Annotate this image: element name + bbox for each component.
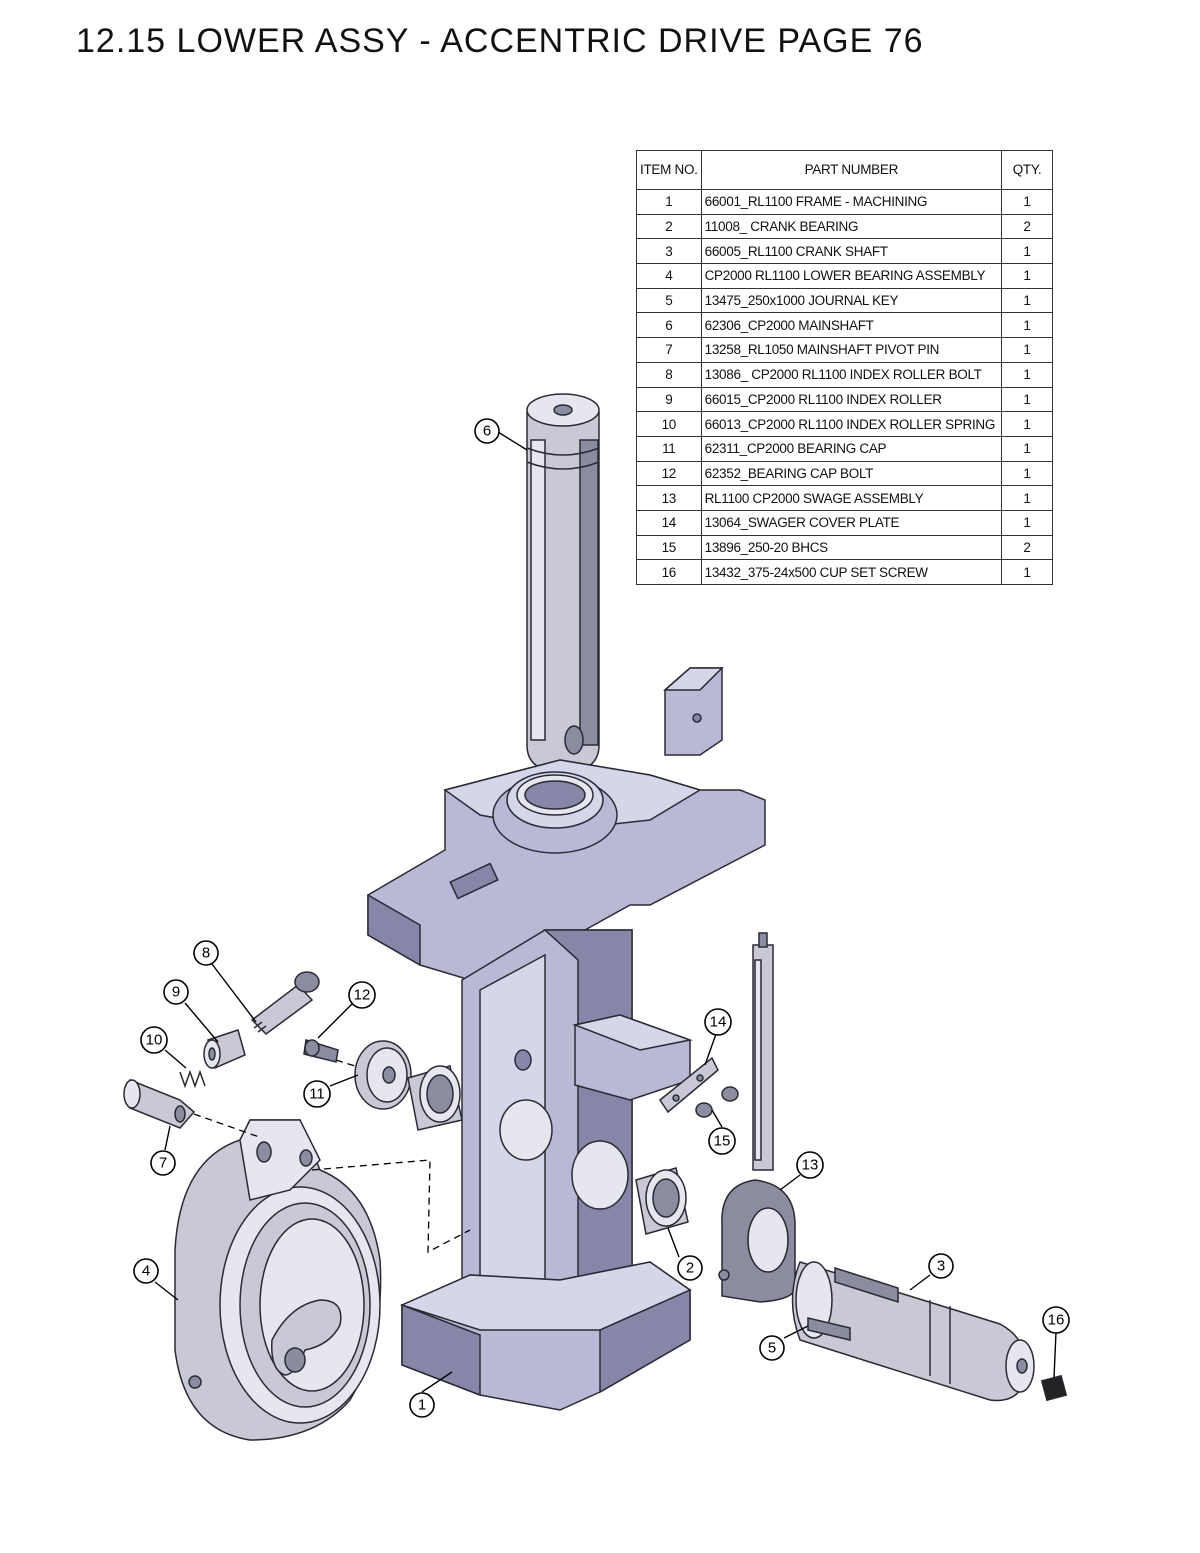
bom-part: 13896_250-20 BHCS: [700, 534, 1003, 561]
bom-item: 2: [636, 213, 702, 240]
index-roller-part: [203, 1029, 246, 1070]
bom-item: 7: [636, 337, 702, 363]
page-title: 12.15 LOWER ASSY - ACCENTRIC DRIVE PAGE …: [76, 22, 924, 60]
bom-header-part: PART NUMBER: [700, 150, 1003, 190]
bom-qty: 1: [1001, 559, 1053, 585]
bom-part: 13475_250x1000 JOURNAL KEY: [700, 287, 1003, 314]
mainshaft-part: [526, 393, 600, 773]
callout-leaders: [154, 431, 1057, 1393]
bom-header-item: ITEM NO.: [636, 150, 702, 190]
bom-part: RL1100 CP2000 SWAGE ASSEMBLY: [700, 485, 1003, 511]
svg-text:9: 9: [172, 984, 180, 1001]
crank-shaft-part: [791, 1261, 1035, 1402]
svg-text:11: 11: [309, 1086, 325, 1103]
callout-3: 3: [928, 1253, 954, 1279]
bom-part: 66015_CP2000 RL1100 INDEX ROLLER: [700, 386, 1003, 413]
svg-text:5: 5: [768, 1340, 776, 1357]
bom-part: 13432_375-24x500 CUP SET SCREW: [700, 559, 1003, 585]
callout-4: 4: [133, 1258, 159, 1284]
crank-bearing-upper-part: [407, 1065, 463, 1131]
svg-text:1: 1: [418, 1397, 426, 1414]
bom-qty: 1: [1001, 361, 1053, 388]
crank-bearing-lower-part: [635, 1167, 689, 1235]
bom-header-qty: QTY.: [1001, 150, 1053, 190]
bom-qty: 1: [1001, 312, 1053, 339]
bom-part: 62311_CP2000 BEARING CAP: [700, 435, 1003, 462]
svg-text:12: 12: [354, 987, 371, 1004]
bom-qty: 1: [1001, 287, 1053, 314]
bom-header-row: ITEM NO. PART NUMBER QTY.: [636, 150, 1053, 190]
bom-item: 10: [636, 411, 702, 437]
svg-text:6: 6: [483, 423, 491, 440]
callout-14: 14: [704, 1008, 732, 1036]
callout-9: 9: [163, 979, 189, 1005]
bom-item: 12: [636, 460, 702, 487]
bom-qty: 2: [1001, 534, 1053, 561]
callout-7: 7: [150, 1150, 176, 1176]
bhcs-bolts-part: [695, 1086, 739, 1118]
svg-text:15: 15: [714, 1133, 731, 1150]
svg-text:3: 3: [937, 1258, 945, 1275]
callout-5: 5: [759, 1335, 785, 1361]
svg-text:16: 16: [1048, 1312, 1065, 1329]
frame-part: [367, 667, 766, 1411]
svg-text:7: 7: [159, 1155, 167, 1172]
bom-part: 13258_RL1050 MAINSHAFT PIVOT PIN: [700, 337, 1003, 363]
callout-10: 10: [140, 1026, 168, 1054]
bom-qty: 1: [1001, 509, 1053, 536]
svg-text:4: 4: [142, 1263, 150, 1280]
callout-15: 15: [708, 1127, 736, 1155]
bearing-cap-part: [354, 1040, 412, 1110]
callout-2: 2: [677, 1255, 703, 1281]
pivot-pin-part: [123, 1078, 196, 1129]
bom-item: 14: [636, 509, 702, 536]
bom-item: 13: [636, 485, 702, 511]
callout-11: 11: [303, 1080, 331, 1108]
svg-text:10: 10: [146, 1032, 163, 1049]
svg-text:8: 8: [202, 945, 210, 962]
swager-cover-plate-part: [658, 1056, 719, 1114]
lower-bearing-assembly-part: [174, 1119, 382, 1441]
bom-item: 9: [636, 386, 702, 413]
bom-part: 11008_ CRANK BEARING: [700, 213, 1003, 240]
callout-1: 1: [409, 1392, 435, 1418]
svg-text:13: 13: [802, 1157, 819, 1174]
bom-qty: 1: [1001, 337, 1053, 363]
bom-item: 16: [636, 559, 702, 585]
cup-set-screw-part: [1040, 1374, 1068, 1402]
alignment-lines: [193, 1059, 471, 1254]
callout-12: 12: [348, 981, 376, 1009]
index-roller-spring-part: [179, 1069, 206, 1089]
callout-13: 13: [796, 1151, 824, 1179]
callout-6: 6: [474, 418, 500, 444]
bearing-cap-bolt-part: [303, 1039, 339, 1063]
bom-item: 4: [636, 263, 702, 289]
index-roller-bolt-part: [250, 971, 320, 1035]
bom-qty: 1: [1001, 435, 1053, 462]
bom-qty: 1: [1001, 263, 1053, 289]
svg-text:2: 2: [686, 1260, 694, 1277]
bom-part: 66005_RL1100 CRANK SHAFT: [700, 238, 1003, 265]
bom-qty: 1: [1001, 386, 1053, 413]
bom-qty: 1: [1001, 411, 1053, 437]
svg-text:14: 14: [710, 1014, 727, 1031]
bom-part: 66013_CP2000 RL1100 INDEX ROLLER SPRING: [700, 411, 1003, 437]
swage-assembly-part: [718, 932, 796, 1303]
callout-8: 8: [193, 940, 219, 966]
callout-16: 16: [1042, 1306, 1070, 1334]
